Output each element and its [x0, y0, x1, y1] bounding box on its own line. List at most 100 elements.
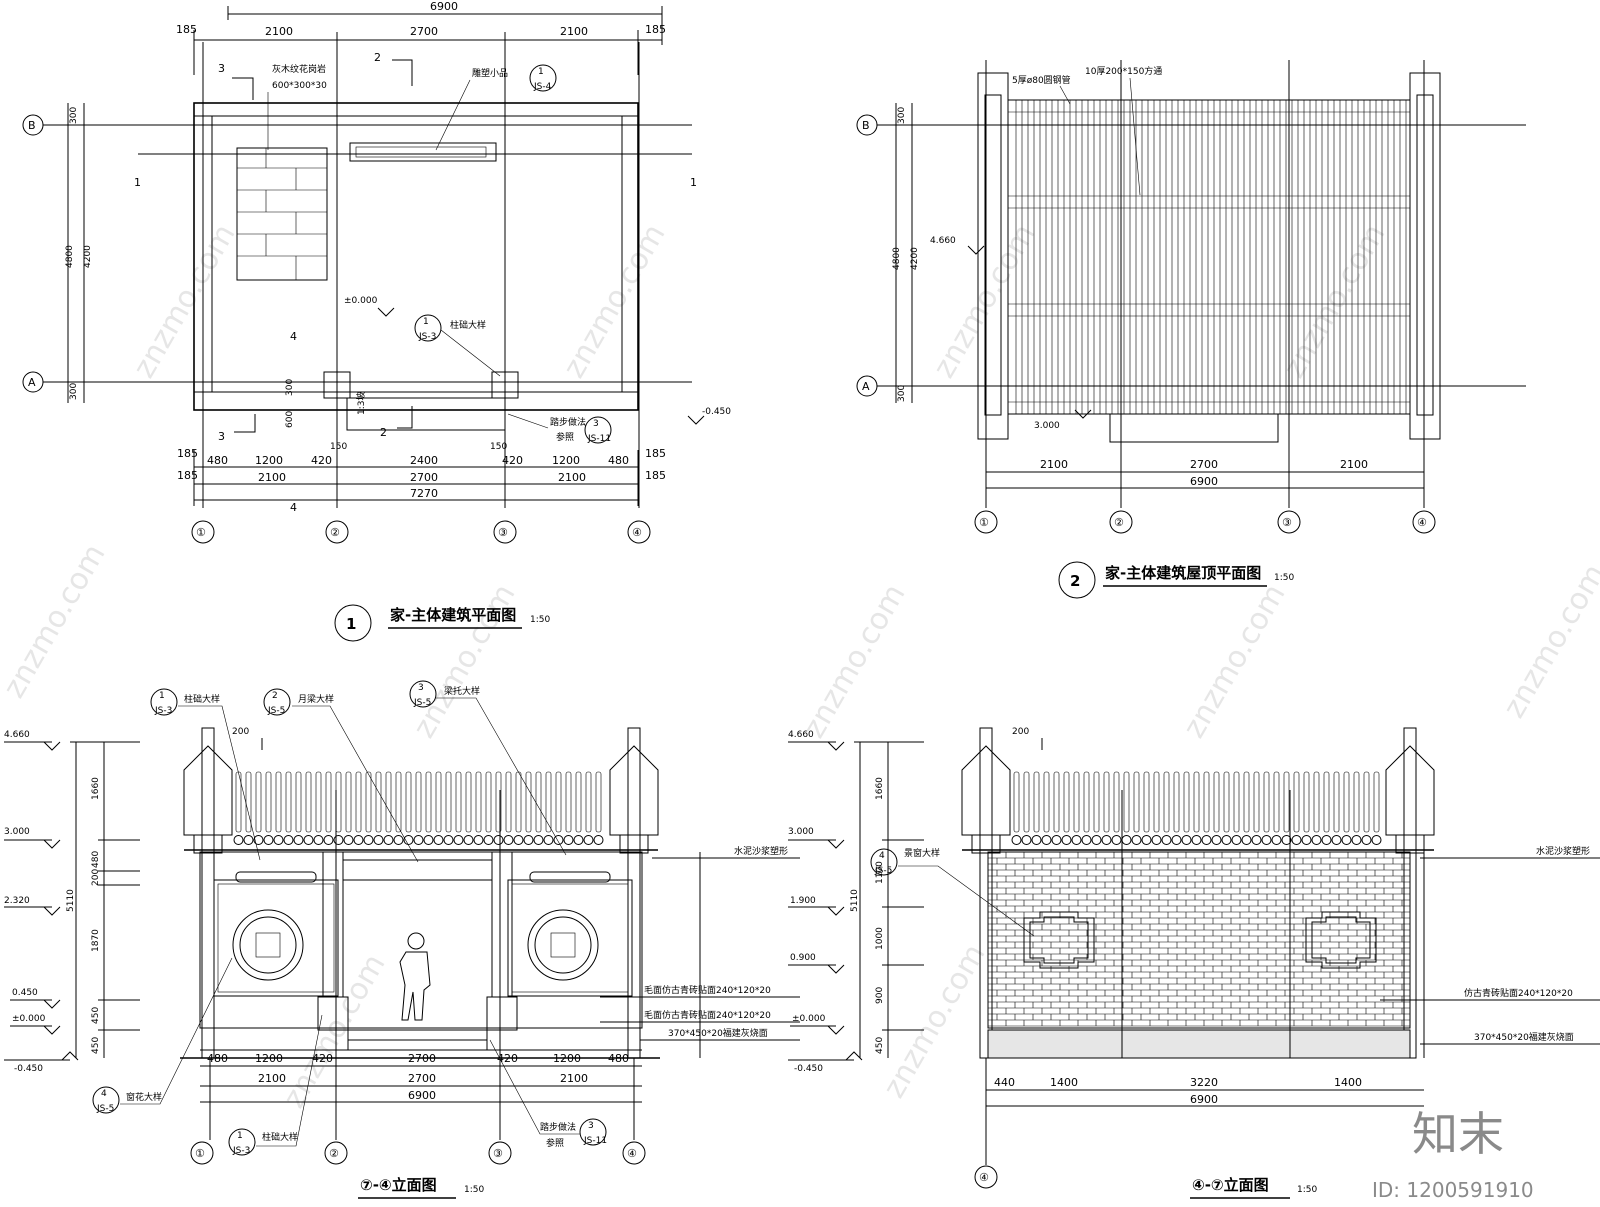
front-elevation-drawing: 4.660 3.000 2.320 0.450 ±0.000 -0.450 16… [4, 680, 800, 1199]
dim-text: 300 [69, 107, 79, 124]
callout-label: 景窗大样 [904, 847, 940, 859]
note-text: 灰木纹花岗岩 [272, 63, 326, 75]
column-base [317, 996, 349, 1031]
axis-label: ④ [1417, 516, 1427, 529]
end-cap [183, 745, 233, 836]
dim-text: 1100 [875, 861, 885, 884]
drawing-number: 1 [346, 615, 356, 633]
dim-text: 2100 [265, 25, 293, 38]
axis-label: ④ [979, 1171, 989, 1184]
section-mark: 4 [290, 501, 297, 514]
note-text: 仿古青砖贴面240*120*20 [1464, 987, 1573, 999]
dim-text: 4800 [65, 245, 75, 268]
lattice-panel-left [213, 879, 339, 997]
dim-text: 900 [875, 987, 885, 1004]
axis-label: ③ [493, 1147, 503, 1160]
dim-text: 300 [285, 379, 295, 396]
dim-text: 185 [645, 469, 666, 482]
callout-label: 踏步做法 [540, 1121, 576, 1133]
callout-ref: JS-3 [154, 706, 172, 716]
callout-label: 窗花大样 [126, 1091, 162, 1103]
axis-row-label: A [862, 380, 870, 393]
dim-text: 200 [91, 869, 101, 886]
elevation-text: -0.450 [702, 407, 731, 417]
callout-ref: JS-4 [533, 82, 552, 92]
callout-id: 4 [879, 851, 885, 861]
dim-text: 1400 [1050, 1076, 1078, 1089]
human-figure [399, 932, 431, 1021]
dim-text: 300 [897, 385, 907, 402]
dim-text: 150 [330, 442, 347, 452]
note-text: 370*450*20福建灰烧面 [1474, 1031, 1574, 1043]
drawing-title: 家-主体建筑平面图 [390, 606, 516, 624]
level-text: 2.320 [4, 896, 30, 906]
callout-label: 梁托大样 [444, 685, 480, 697]
dim-text: 4800 [892, 247, 902, 270]
column-base [323, 371, 351, 399]
dim-text: 300 [69, 383, 79, 400]
callout-id: 4 [101, 1089, 107, 1099]
drawing-title: ⑦-④立面图 [360, 1176, 437, 1194]
callout-id: 1 [423, 317, 429, 327]
dim-text: 450 [875, 1037, 885, 1054]
callout-circle [529, 64, 557, 92]
steps [1109, 413, 1279, 443]
dim-text: 2100 [560, 25, 588, 38]
dim-text: 6900 [1190, 475, 1218, 488]
dim-text: 150 [490, 442, 507, 452]
level-text: ±0.000 [792, 1014, 826, 1024]
axis-label: ② [1114, 516, 1124, 529]
dim-text: 1870 [91, 929, 101, 952]
callout-ref: JS-5 [96, 1104, 114, 1114]
callout-circle [150, 688, 178, 716]
dim-text: 2100 [560, 1072, 588, 1085]
level-text: -0.450 [794, 1064, 823, 1074]
section-mark: 2 [374, 51, 381, 64]
dim-text: 200 [1012, 727, 1029, 737]
dim-text: 2100 [558, 471, 586, 484]
axis-row-label: B [862, 119, 870, 132]
note-text: 370*450*20福建灰烧面 [668, 1027, 768, 1039]
axis-label: ① [195, 1147, 205, 1160]
callout-id: 2 [272, 691, 278, 701]
callout-circle [584, 416, 612, 444]
lattice-panel-right [507, 879, 633, 997]
dim-text: 480 [207, 1052, 228, 1065]
note-text: 10厚200*150方通 [1085, 65, 1162, 77]
watermark: znzmo.com [1277, 218, 1393, 384]
steps [346, 397, 506, 431]
callout-id: 1 [237, 1131, 243, 1141]
note-text: 毛面仿古青砖贴面240*120*20 [644, 1009, 771, 1021]
drawing-title: ④-⑦立面图 [1192, 1176, 1269, 1194]
dim-text: 480 [608, 454, 629, 467]
scenic-window-left [1023, 911, 1095, 969]
dim-text: 1400 [1334, 1076, 1362, 1089]
level-text: -0.450 [14, 1064, 43, 1074]
drawing-title: 家-主体建筑屋顶平面图 [1105, 564, 1261, 582]
dim-text: 480 [207, 454, 228, 467]
axis-label: ② [329, 1147, 339, 1160]
section-mark: 3 [218, 62, 225, 75]
dim-text: 200 [232, 727, 249, 737]
dim-text: 2100 [258, 1072, 286, 1085]
granite-paving [236, 147, 328, 281]
watermark: znzmo.com [557, 218, 673, 384]
note-text: 柱础大样 [450, 319, 486, 331]
dim-text: 450 [91, 1007, 101, 1024]
drawing-number-circle [1058, 561, 1096, 599]
axis-label: ① [979, 516, 989, 529]
note-text: 600*300*30 [272, 81, 327, 91]
level-text: ±0.000 [12, 1014, 46, 1024]
callout-ref: JS-5 [874, 866, 892, 876]
dim-text: 1200 [552, 454, 580, 467]
dim-text: 2700 [410, 471, 438, 484]
note-text: 水泥沙浆塑形 [734, 845, 788, 857]
watermark: znzmo.com [797, 578, 913, 744]
callout-ref: JS-3 [418, 332, 436, 342]
callout-circle [414, 314, 442, 342]
axis-label: ② [330, 526, 340, 539]
dim-text: 1660 [875, 777, 885, 800]
callout-id: 3 [418, 683, 424, 693]
dim-text: 420 [497, 1052, 518, 1065]
